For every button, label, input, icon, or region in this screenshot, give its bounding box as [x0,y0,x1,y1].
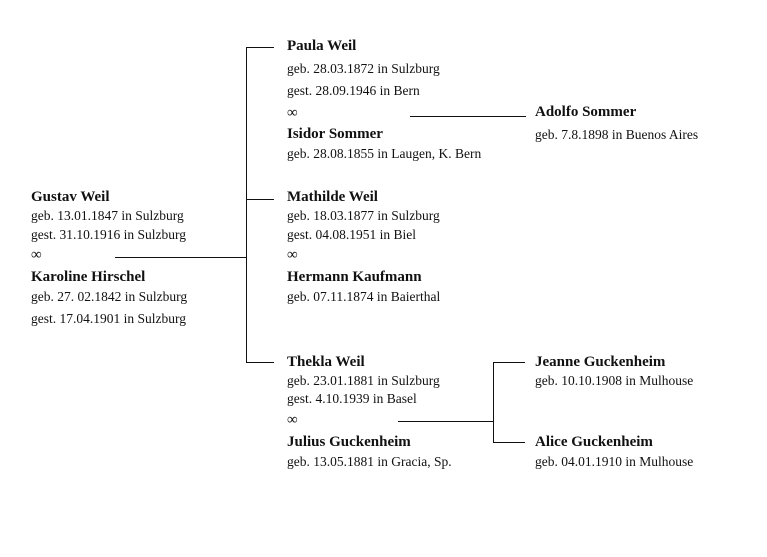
child-marriage-symbol: ∞ [287,105,298,121]
child-died: gest. 28.09.1946 in Bern [287,83,420,98]
child-name: Thekla Weil [287,354,365,370]
grandchild-name: Alice Guckenheim [535,434,653,450]
root-marriage-symbol: ∞ [31,247,42,263]
grandchild-born: geb. 7.8.1898 in Buenos Aires [535,127,699,142]
root-to-children-connector [115,257,246,258]
thekla-family-connector [398,421,493,422]
root-died: gest. 31.10.1916 in Sulzburg [31,227,186,242]
grandchild-born: geb. 04.01.1910 in Mulhouse [535,454,694,469]
grandchild-born: geb. 10.10.1908 in Mulhouse [535,373,694,388]
child-marriage-symbol: ∞ [287,247,298,263]
grandchild-name: Jeanne Guckenheim [535,354,666,370]
child-spouse-name: Isidor Sommer [287,126,383,142]
alice-branch-line [493,442,525,443]
child-born: geb. 23.01.1881 in Sulzburg [287,373,440,388]
children-vertical-connector [246,47,247,363]
root-born: geb. 13.01.1847 in Sulzburg [31,208,184,223]
child-died: gest. 4.10.1939 in Basel [287,391,417,406]
child-spouse-born: geb. 13.05.1881 in Gracia, Sp. [287,454,452,469]
child-1-branch-line [246,47,274,48]
root-spouse-died: gest. 17.04.1901 in Sulzburg [31,311,186,326]
root-spouse-born: geb. 27. 02.1842 in Sulzburg [31,289,188,304]
child-name: Mathilde Weil [287,189,378,205]
root-spouse-name: Karoline Hirschel [31,269,146,285]
paula-family-connector [410,116,526,117]
grandchild-name: Adolfo Sommer [535,104,637,120]
child-born: geb. 18.03.1877 in Sulzburg [287,208,440,223]
root-name: Gustav Weil [31,189,110,205]
child-marriage-symbol: ∞ [287,412,298,428]
child-spouse-name: Julius Guckenheim [287,434,411,450]
child-died: gest. 04.08.1951 in Biel [287,227,416,242]
child-spouse-name: Hermann Kaufmann [287,269,422,285]
thekla-children-vertical-connector [493,362,494,442]
child-spouse-born: geb. 07.11.1874 in Baierthal [287,289,441,304]
child-spouse-born: geb. 28.08.1855 in Laugen, K. Bern [287,146,482,161]
child-3-branch-line [246,362,274,363]
child-2-branch-line [246,199,274,200]
child-born: geb. 28.03.1872 in Sulzburg [287,61,440,76]
child-name: Paula Weil [287,38,357,54]
jeanne-branch-line [493,362,525,363]
